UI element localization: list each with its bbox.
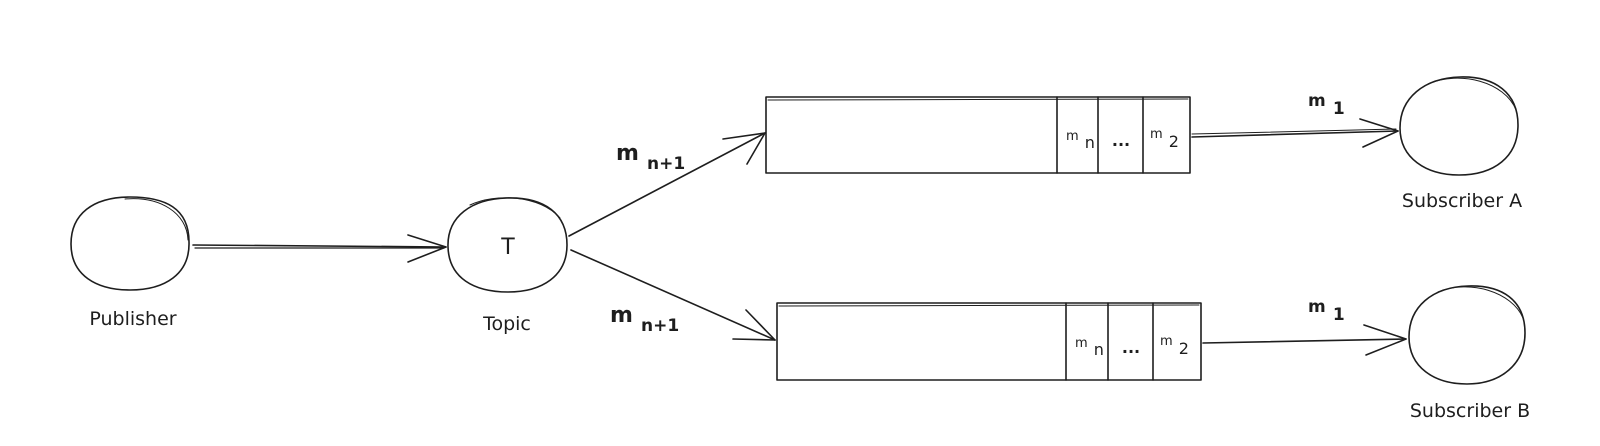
topic-to-queue-b-arrow (570, 249, 776, 341)
subscriber-a-label: Subscriber A (1402, 190, 1522, 212)
edge-a-message-label: m n+1 (616, 141, 685, 174)
publisher-node (70, 196, 190, 291)
topic-to-queue-a-arrow (568, 132, 766, 237)
subscriber-b-node (1408, 285, 1526, 385)
queue-a-cell-mn: m n (1066, 125, 1095, 152)
topic-node (447, 197, 568, 293)
edge-a-message-m: m (616, 141, 639, 166)
subscriber-a-node (1399, 76, 1519, 176)
publisher-label: Publisher (89, 308, 176, 330)
subscriber-b-message-label: m 1 (1308, 297, 1345, 325)
queue-a-cell-ellipsis: ... (1112, 131, 1130, 150)
edge-b-message-sub: n+1 (641, 316, 679, 336)
edge-b-message-m: m (610, 303, 633, 328)
queue-b-cell-m2: m 2 (1160, 330, 1189, 358)
subscriber-b-label: Subscriber B (1410, 400, 1530, 422)
queue-b (776, 302, 1202, 381)
publisher-to-topic-arrow (192, 234, 447, 263)
topic-letter: T (500, 235, 515, 260)
edge-a-message-sub: n+1 (647, 154, 685, 174)
subscriber-a-message-label: m 1 (1308, 91, 1345, 119)
queue-b-cell-mn: m n (1075, 332, 1104, 359)
edge-b-message-label: m n+1 (610, 303, 679, 336)
queue-a-cell-m2: m 2 (1150, 123, 1179, 151)
queue-a-to-subscriber-a-arrow (1191, 118, 1399, 148)
queue-b-to-subscriber-b-arrow (1202, 324, 1407, 356)
queue-a (765, 96, 1191, 174)
queue-b-cell-ellipsis: ... (1122, 338, 1140, 357)
topic-label: Topic (482, 313, 531, 335)
